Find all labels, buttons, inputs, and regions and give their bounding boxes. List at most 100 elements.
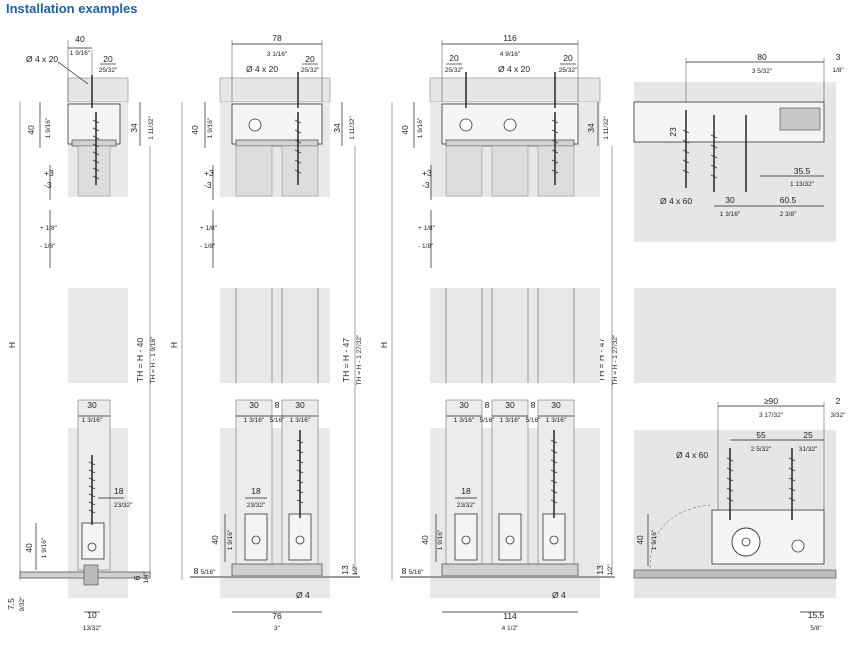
dim-34-inch: 1 11/32" [148, 116, 155, 140]
label-dia-4: Ø 4 [552, 590, 566, 600]
page-title: Installation examples [6, 1, 138, 16]
dim-15-5-inch: 5/8" [810, 625, 822, 632]
adjust-minus-eighth: - 1/8" [200, 243, 216, 250]
label-th-47: TH = H - 47 [596, 338, 606, 382]
label-th-47-inch: TH = H - 1 27/32" [612, 334, 619, 385]
label-screw-4x20: Ø 4 x 20 [246, 64, 278, 74]
dim-30-a-inch: 1 3/16" [454, 417, 475, 424]
door-leaf-b [281, 145, 319, 197]
dim-30-a-inch: 1 3/16" [244, 417, 265, 424]
top-track-profile [67, 103, 121, 145]
track-rail [71, 139, 117, 147]
dim-8-inch: 5/16" [270, 417, 286, 424]
dim-55: 55 [756, 430, 766, 440]
example-single-door-top: 40 1 9/16" 20 25/32" Ø 4 x 20 40 1 9/16"… [7, 34, 157, 580]
dim-40-left: 40 [26, 125, 36, 135]
dim-13-inch: 1/2" [352, 564, 359, 576]
swing-arc [649, 504, 711, 569]
dim-8-b: 8 [531, 400, 536, 410]
adjust-plus-eighth: + 1/8" [418, 225, 436, 232]
dim-116: 116 [503, 33, 517, 43]
top-track-profile [231, 103, 323, 145]
adjust-minus3: -3 [422, 180, 430, 190]
dim-18-inch: 23/32" [247, 502, 266, 509]
dim-8-left: 8 [402, 566, 407, 576]
screw-thread [92, 119, 100, 180]
example-triple-door-top: 116 4 9/16" 20 25/32" 20 25/32" Ø 4 x 20… [379, 33, 619, 580]
label-th-40: TH = H - 40 [135, 338, 145, 382]
bottom-guide-b [288, 513, 312, 561]
roller [248, 118, 262, 132]
bottom-guide [81, 522, 105, 560]
dim-76: 76 [272, 611, 282, 621]
dim-40-left-inch: 1 9/16" [417, 117, 424, 138]
dim-13: 13 [595, 565, 605, 575]
dim-40-left: 40 [400, 125, 410, 135]
detail-mid-section [634, 288, 836, 383]
dim-40-bottom: 40 [24, 543, 34, 553]
dim-20-inch: 25/32" [99, 67, 118, 74]
dim-8-left: 8 [194, 566, 199, 576]
dim-40-bottom: 40 [210, 535, 220, 545]
dim-20-right: 20 [563, 53, 573, 63]
dim-3-inch: 1/8" [832, 67, 844, 74]
dim-30-c: 30 [551, 400, 561, 410]
floor-track [441, 563, 579, 577]
label-th-47: TH = H - 47 [341, 338, 351, 382]
door-leaf [77, 145, 111, 197]
door-leaf-a [235, 145, 273, 197]
dim-6: 6 [132, 575, 142, 580]
label-screw-4x20: Ø 4 x 20 [498, 64, 530, 74]
dim-80-inch: 3 5/32" [752, 68, 773, 75]
floor-line [190, 576, 360, 578]
dim-40-bottom-inch: 1 9/16" [227, 529, 234, 550]
dim-7-5-inch: 9/32" [19, 596, 26, 612]
label-dia-4: Ø 4 [296, 590, 310, 600]
dim-18: 18 [461, 486, 471, 496]
wall-panel [67, 77, 129, 103]
dim-55-inch: 2 5/32" [751, 446, 772, 453]
dim-25-inch: 31/32" [799, 446, 818, 453]
adjust-plus3: +3 [422, 168, 432, 178]
dim-34: 34 [332, 123, 342, 133]
dim-90-inch: 3 17/32" [759, 412, 784, 419]
adjust-plus-eighth: + 1/8" [200, 225, 218, 232]
dim-30-c-inch: 1 3/16" [546, 417, 567, 424]
dim-35-5: 35.5 [794, 166, 811, 176]
wall-panel [219, 77, 331, 103]
dim-40: 40 [75, 34, 85, 44]
dim-40-bottom: 40 [420, 535, 430, 545]
label-th-40-inch: TH = H - 1 9/16" [150, 336, 157, 384]
dim-60-5: 60.5 [780, 195, 797, 205]
dim-30-b-inch: 1 3/16" [500, 417, 521, 424]
guide-wheel [731, 527, 761, 557]
floor-guide [83, 564, 99, 586]
dim-90: ≥90 [764, 396, 778, 406]
dim-8-a: 8 [485, 400, 490, 410]
dim-40-left-inch: 1 9/16" [207, 117, 214, 138]
label-screw-4x20: Ø 4 x 20 [26, 54, 58, 64]
dim-34: 34 [586, 123, 596, 133]
dim-60-5-inch: 2 3/8" [780, 211, 797, 218]
dim-40-bottom-inch: 1 9/16" [41, 537, 48, 558]
dim-30-a: 30 [459, 400, 469, 410]
dim-20-left: 20 [449, 53, 459, 63]
adjust-minus3: -3 [204, 180, 212, 190]
dim-23: 23 [668, 127, 678, 137]
dim-40-bottom-inch: 1 9/16" [437, 529, 444, 550]
dim-30-a: 30 [249, 400, 259, 410]
example-triple-door-bottom: 30 1 3/16" 8 5/16" 30 1 3/16" 8 5/16" 30… [400, 288, 615, 632]
end-cap [779, 107, 821, 131]
adjust-minus-eighth: - 1/8" [418, 243, 434, 250]
label-screw-4x60: Ø 4 x 60 [660, 196, 692, 206]
dim-8-left-inch: 5/16" [409, 569, 425, 576]
example-double-door-top: 78 3 1/16" 20 25/32" Ø 4 x 20 40 1 9/16"… [169, 33, 363, 580]
dim-30-inch: 1 3/16" [720, 211, 741, 218]
dim-40-left: 40 [190, 125, 200, 135]
dim-8: 8 [275, 400, 280, 410]
adjust-plus3: +3 [44, 168, 54, 178]
dim-20: 20 [305, 54, 315, 64]
floor-line [633, 569, 837, 579]
dim-15-5: 15.5 [808, 610, 825, 620]
